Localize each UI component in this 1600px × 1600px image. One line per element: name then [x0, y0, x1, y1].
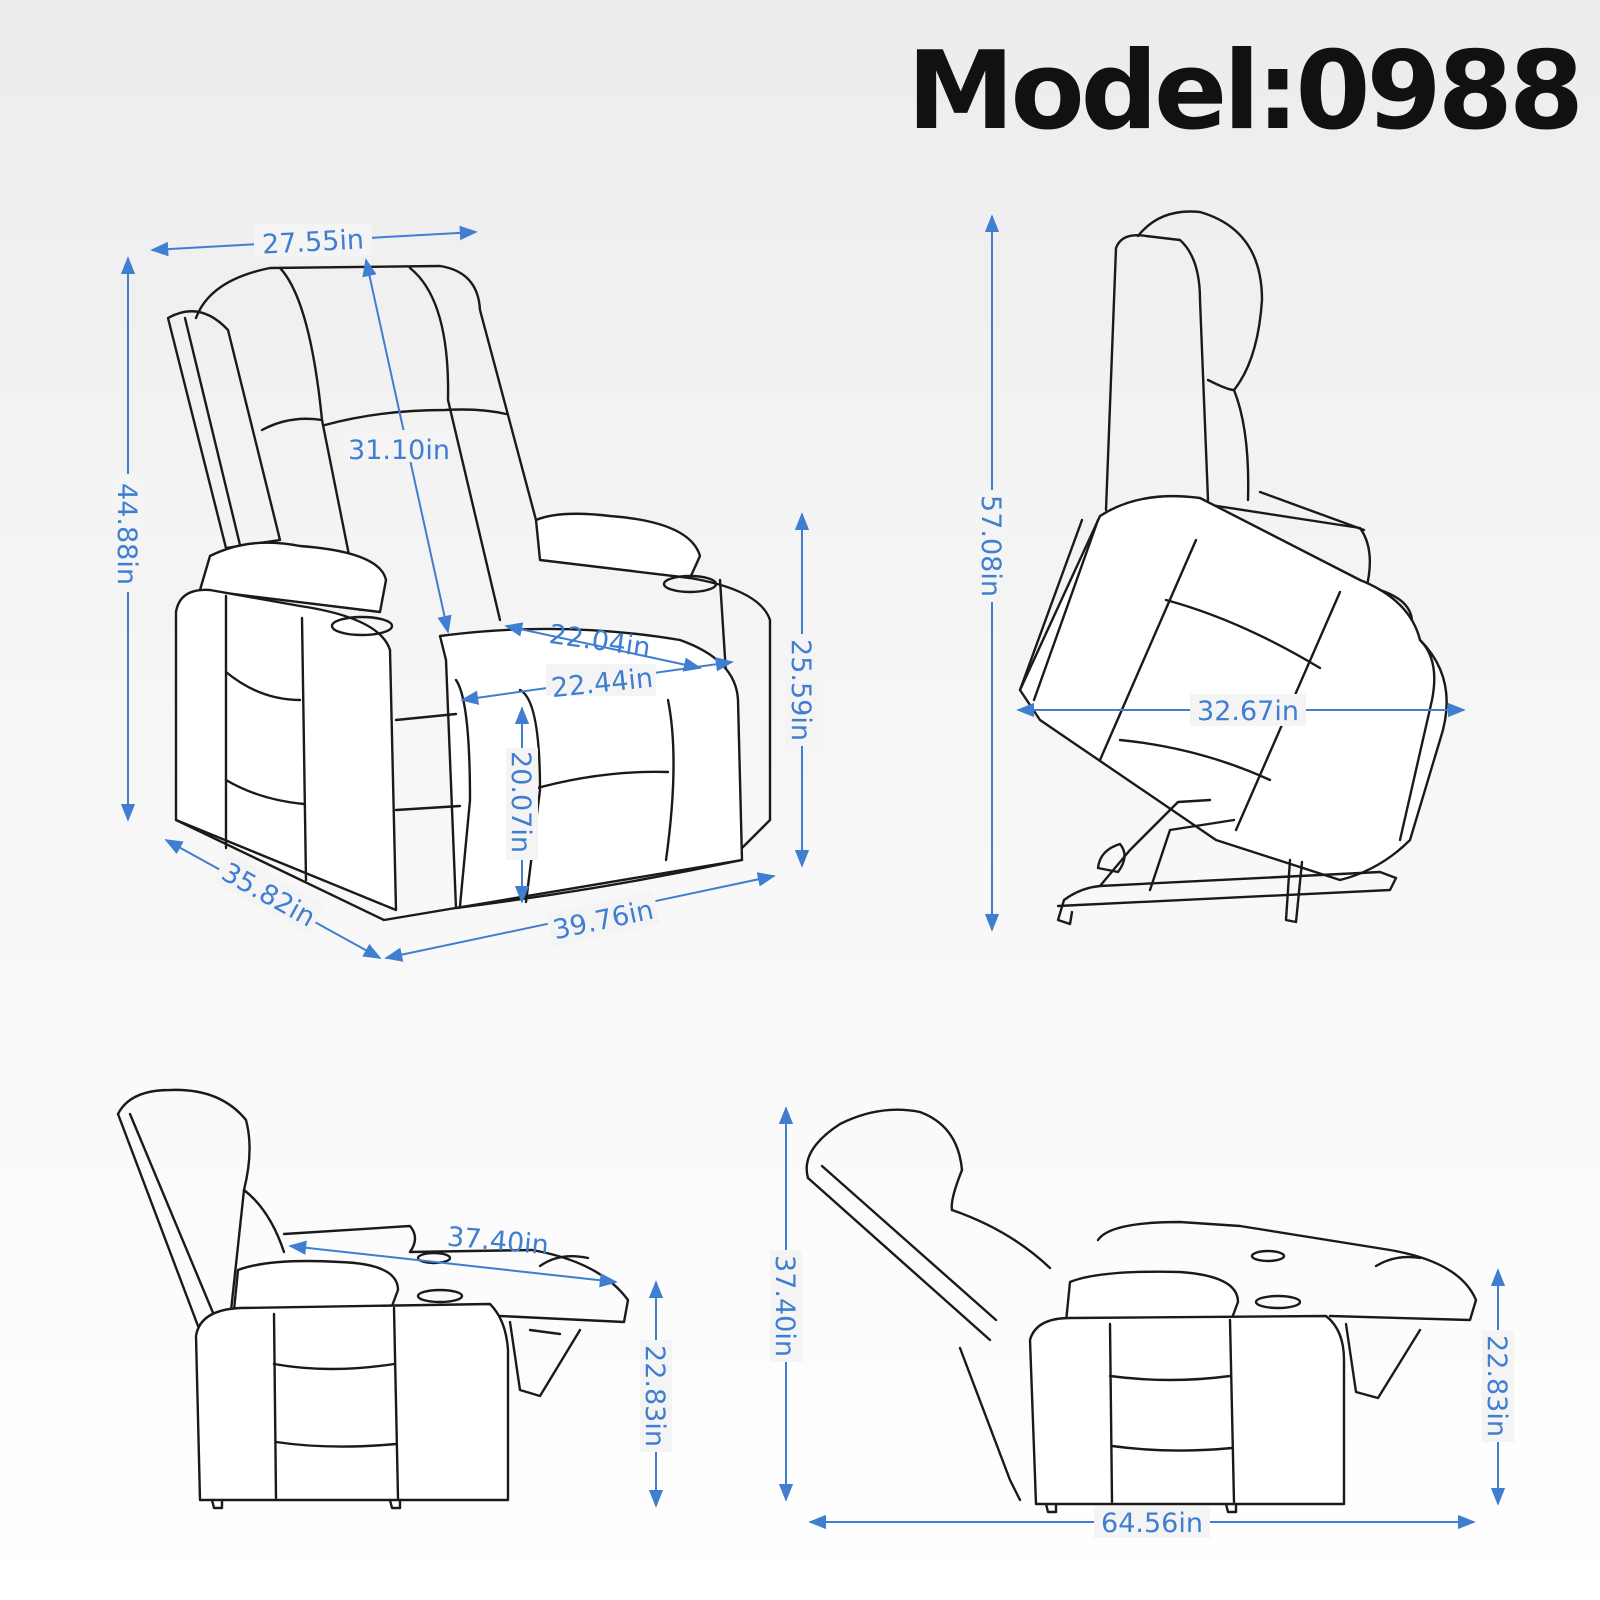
front-backrest-label: 31.10in [348, 435, 450, 466]
lift-span-label: 32.67in [1197, 696, 1299, 727]
front-view-chair [166, 264, 772, 922]
partial-recline-footrest-label: 22.83in [639, 1345, 670, 1447]
partial-recline-length-label: 37.40in [446, 1222, 550, 1262]
full-recline-chair [805, 1108, 1478, 1514]
lift-height-label: 57.08in [975, 495, 1006, 597]
full-recline-height-label: 37.40in [769, 1255, 800, 1357]
lift-view-chair [1018, 210, 1448, 926]
front-height-label: 44.88in [111, 483, 142, 585]
dimension-labels: 27.55in 44.88in 31.10in 22.04in 22.44in … [111, 224, 1514, 1539]
partial-recline-chair [116, 1088, 630, 1510]
model-title: Model:0988 [906, 29, 1584, 154]
front-seat-height-label: 20.07in [505, 751, 536, 853]
full-recline-length-label: 64.56in [1101, 1508, 1203, 1539]
front-arm-height-label: 25.59in [785, 639, 816, 741]
front-top-width-label: 27.55in [261, 224, 364, 260]
full-recline-footrest-label: 22.83in [1481, 1335, 1512, 1437]
